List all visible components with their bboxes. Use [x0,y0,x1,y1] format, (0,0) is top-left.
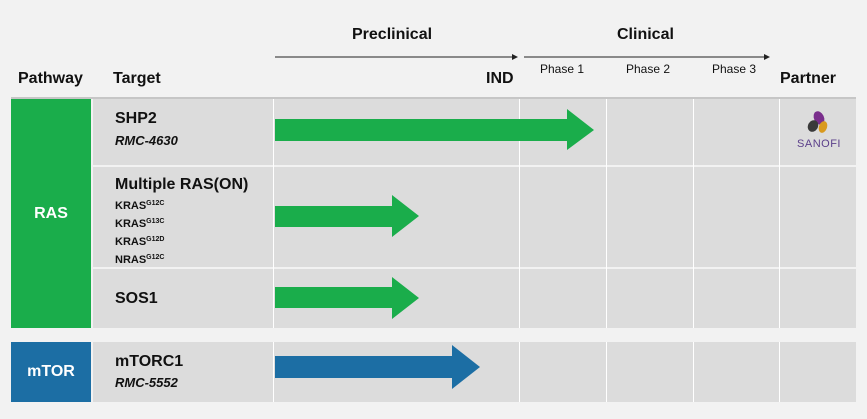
target-mtorc1-name: mTORC1 [115,353,184,370]
target-sos1: SOS1 [115,290,158,308]
ind-header: IND [486,70,514,87]
col-sep-ind [519,99,520,328]
row-mtorc1-bg [93,342,856,402]
phase3-header: Phase 3 [712,62,757,76]
target-shp2-code: RMC-4630 [115,133,178,148]
pathway-mtor: mTOR [11,342,91,402]
target-sos1-name: SOS1 [115,290,158,307]
col-sep-phase1-m [606,342,607,402]
col-sep-phase1 [606,99,607,328]
col-sep-target [273,99,274,328]
preclinical-header: Preclinical [352,26,433,43]
col-sep-phase2 [693,99,694,328]
gene-item: NRASG12C [115,254,165,266]
partner-sanofi-logo: SANOFI [782,104,856,160]
arrow-shp2 [275,109,594,150]
target-mtorc1: mTORC1 RMC-5552 [115,353,183,390]
pathway-ras-label: RAS [34,204,68,222]
phase2-header: Phase 2 [626,62,671,76]
target-header: Target [113,70,161,87]
row-sos1-bg [93,269,856,328]
sanofi-bird-icon [807,111,828,133]
clinical-header: Clinical [617,26,674,43]
gene-item: KRASG13C [115,218,165,230]
target-multi-name: Multiple RAS(ON) [115,176,249,193]
partner-header: Partner [780,70,837,87]
partner-sanofi-text: SANOFI [797,138,841,150]
pathway-mtor-label: mTOR [27,363,75,380]
col-sep-phase3-m [779,342,780,402]
pathway-ras: RAS [11,99,91,328]
arrow-sos1 [275,277,419,319]
arrow-mtorc1 [275,345,480,389]
gene-item: KRASG12C [115,200,165,212]
col-sep-target-m [273,342,274,402]
col-sep-phase3 [779,99,780,328]
pathway-header: Pathway [18,70,83,87]
target-shp2: SHP2 RMC-4630 [115,110,178,148]
col-sep-ind-m [519,342,520,402]
arrow-multi [275,195,419,237]
target-mtorc1-code: RMC-5552 [115,375,178,390]
row-multi-bg [93,167,856,267]
target-multi: Multiple RAS(ON) KRASG12C KRASG13C KRASG… [115,176,248,268]
gene-item: KRASG12D [115,236,165,248]
col-sep-phase2-m [693,342,694,402]
target-shp2-name: SHP2 [115,110,157,127]
phase1-header: Phase 1 [540,62,585,76]
